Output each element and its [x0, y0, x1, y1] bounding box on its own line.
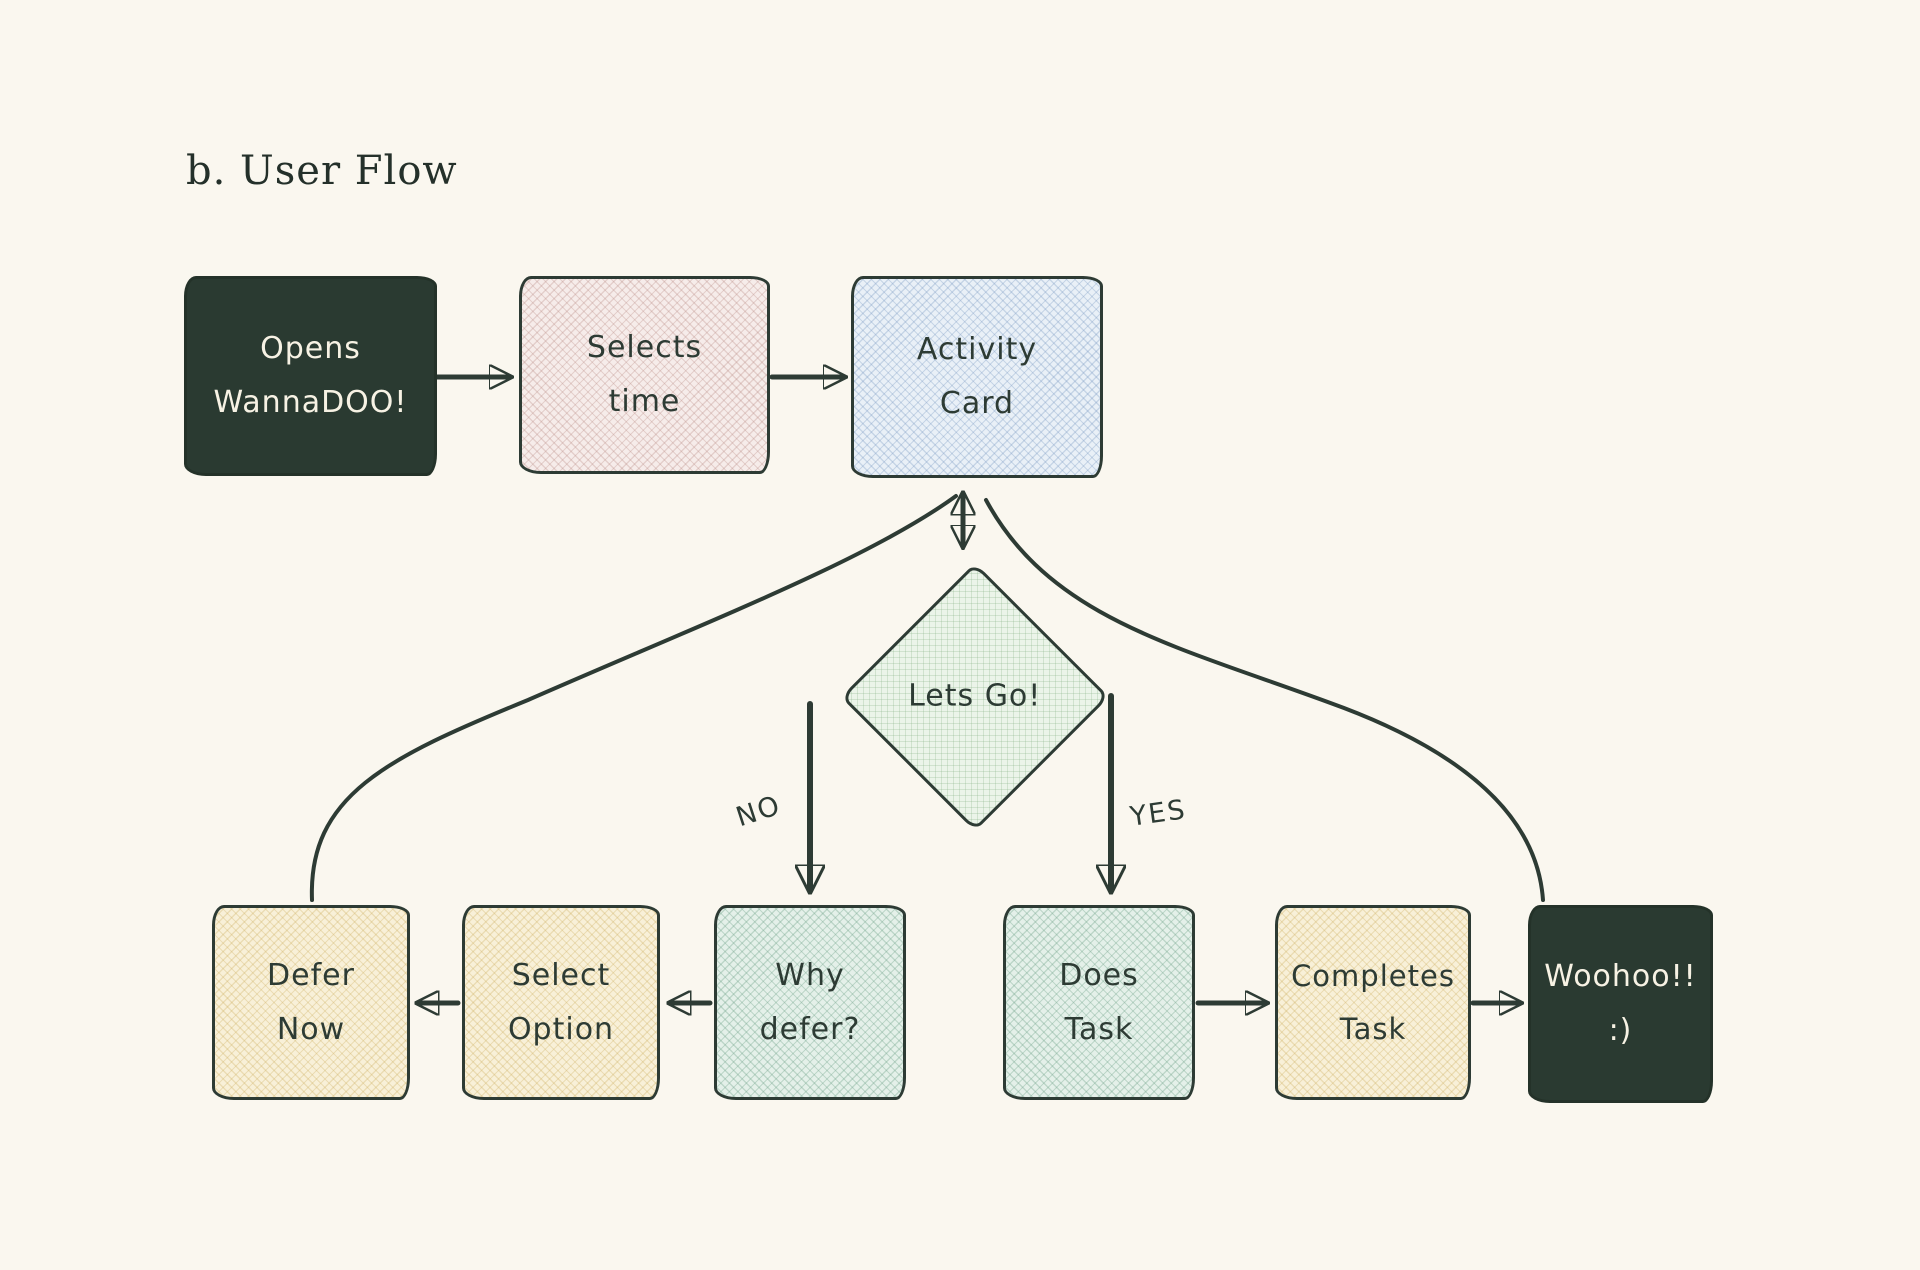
node-woohoo: Woohoo!! :) — [1528, 905, 1713, 1103]
woohoo-line1: Woohoo!! — [1544, 959, 1697, 994]
node-lets-go-label: Lets Go! — [908, 679, 1041, 715]
selects-line2: time — [608, 384, 681, 419]
defernow-line1: Defer — [267, 957, 355, 993]
node-completes-task: Completes Task — [1275, 905, 1471, 1100]
node-why-defer: Why defer? — [714, 905, 906, 1100]
node-opens-wannadoo: Opens WannaDOO! — [184, 276, 437, 476]
node-defer-now: Defer Now — [212, 905, 410, 1100]
node-select-option-label: Select Option — [508, 949, 614, 1057]
selectoption-line2: Option — [507, 1011, 615, 1047]
doestask-line1: Does — [1059, 957, 1139, 993]
node-select-option: Select Option — [462, 905, 660, 1100]
activity-line2: Card — [939, 386, 1015, 421]
letsgo-line1: Lets Go! — [908, 678, 1042, 714]
edge-label-yes: YES — [1128, 794, 1189, 833]
doestask-line2: Task — [1064, 1011, 1134, 1047]
node-does-task-label: Does Task — [1059, 949, 1139, 1057]
activity-line1: Activity — [916, 332, 1038, 367]
woohoo-line2: :) — [1608, 1013, 1633, 1048]
node-why-defer-label: Why defer? — [760, 949, 861, 1057]
node-selects-time: Selects time — [519, 276, 770, 474]
node-lets-go-decision: Lets Go! — [840, 562, 1110, 832]
whydefer-line1: Why — [775, 957, 845, 993]
defernow-line2: Now — [276, 1011, 346, 1047]
node-woohoo-label: Woohoo!! :) — [1544, 950, 1696, 1058]
completestask-line1: Completes — [1291, 959, 1455, 994]
node-activity-card: Activity Card — [851, 276, 1103, 478]
node-activity-card-label: Activity Card — [917, 323, 1037, 431]
page-title: b. User Flow — [186, 148, 458, 194]
node-completes-task-label: Completes Task — [1291, 950, 1455, 1054]
node-opens-wannadoo-label: Opens WannaDOO! — [214, 322, 408, 430]
selects-line1: Selects — [586, 330, 703, 365]
node-does-task: Does Task — [1003, 905, 1195, 1100]
edge-label-no: NO — [732, 789, 786, 834]
whydefer-line2: defer? — [759, 1011, 861, 1047]
node-defer-now-label: Defer Now — [267, 949, 355, 1057]
opens-line2: WannaDOO! — [213, 385, 408, 420]
completestask-line2: Task — [1339, 1011, 1407, 1046]
selectoption-line1: Select — [511, 957, 611, 993]
node-selects-time-label: Selects time — [587, 321, 702, 429]
opens-line1: Opens — [260, 331, 361, 366]
